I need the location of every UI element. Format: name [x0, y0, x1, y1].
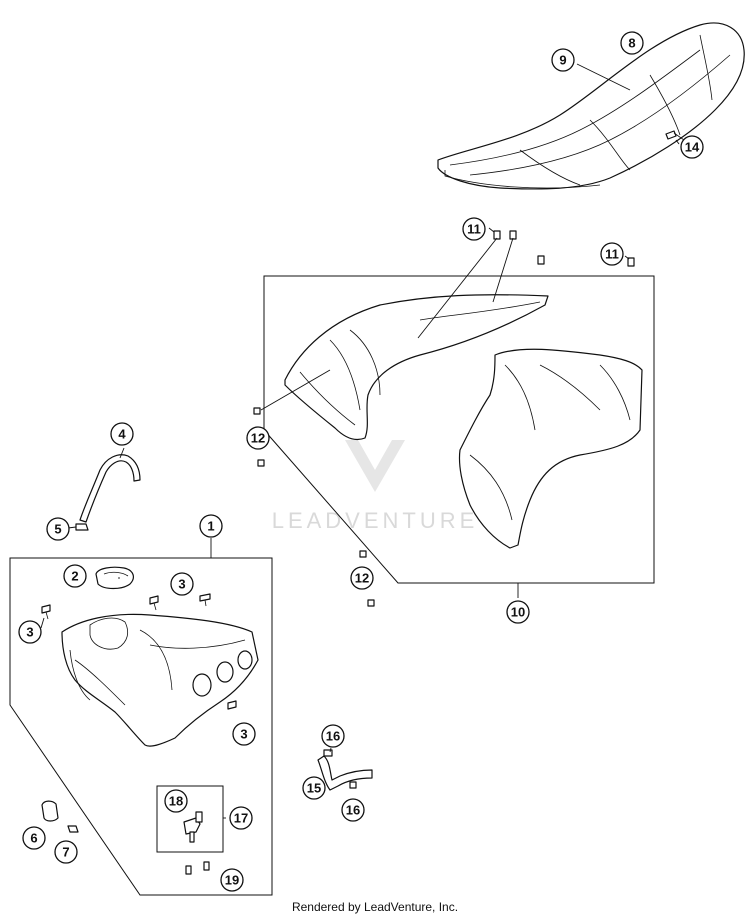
callout-3: 3 [232, 722, 256, 746]
seat [437, 22, 745, 190]
svg-text:14: 14 [685, 140, 700, 155]
fuel-cap [95, 566, 134, 590]
callout-16: 16 [321, 724, 345, 748]
side-cover-kit-frame [263, 275, 655, 584]
callout-17: 17 [229, 806, 253, 830]
callout-3: 3 [170, 572, 194, 596]
seat-bolt [665, 130, 685, 141]
callout-14: 14 [680, 135, 704, 159]
callout-3: 3 [18, 620, 42, 644]
svg-text:3: 3 [178, 577, 185, 592]
callout-15: 15 [302, 776, 326, 800]
svg-text:4: 4 [118, 427, 126, 442]
svg-text:5: 5 [54, 522, 61, 537]
svg-text:7: 7 [62, 845, 69, 860]
callout-11: 11 [600, 242, 624, 266]
callout-8: 8 [620, 31, 644, 55]
callout-10: 10 [506, 600, 530, 624]
callout-16: 16 [341, 798, 365, 822]
svg-text:10: 10 [511, 605, 525, 620]
svg-text:12: 12 [251, 431, 265, 446]
svg-text:15: 15 [307, 781, 321, 796]
svg-text:3: 3 [26, 625, 33, 640]
svg-text:6: 6 [30, 831, 37, 846]
callout-18: 18 [164, 789, 188, 813]
watermark-logo [345, 440, 405, 492]
svg-text:16: 16 [346, 803, 360, 818]
fuel-tank-kit-frame [9, 557, 273, 896]
svg-text:2: 2 [71, 569, 78, 584]
svg-text:12: 12 [355, 571, 369, 586]
svg-text:16: 16 [326, 729, 340, 744]
fuel-line [317, 749, 373, 791]
fuel-tap [183, 811, 203, 843]
side-cover-left [284, 294, 549, 441]
rubber-spacer [41, 800, 59, 822]
tank-screws [41, 593, 237, 710]
side-cover-right [458, 348, 643, 549]
svg-text:1: 1 [207, 519, 214, 534]
watermark-text: LEADVENTURE [272, 508, 479, 533]
svg-text:3: 3 [240, 727, 247, 742]
callout-5: 5 [46, 517, 70, 541]
watermark: LEADVENTURE [272, 440, 479, 533]
callout-12: 12 [246, 426, 270, 450]
tap-screws [185, 861, 210, 875]
footer-credit: Rendered by LeadVenture, Inc. [291, 900, 459, 914]
callout-6: 6 [22, 826, 46, 850]
svg-text:17: 17 [234, 811, 248, 826]
side-cover-screws [253, 230, 635, 607]
fuel-tank [61, 613, 259, 747]
svg-text:11: 11 [467, 222, 481, 237]
callout-11: 11 [462, 217, 486, 241]
callout-7: 7 [54, 840, 78, 864]
callout-12: 12 [350, 566, 374, 590]
callout-9: 9 [551, 48, 575, 72]
hose-clamp [75, 523, 89, 531]
svg-text:9: 9 [559, 53, 566, 68]
callout-2: 2 [63, 564, 87, 588]
vent-hose [79, 454, 141, 523]
fuel-tap-kit-frame [156, 785, 224, 853]
svg-text:11: 11 [605, 247, 619, 262]
svg-text:8: 8 [628, 36, 635, 51]
callout-19: 19 [220, 868, 244, 892]
svg-text:19: 19 [225, 873, 239, 888]
tank-nut [67, 825, 79, 833]
callout-4: 4 [110, 422, 134, 446]
svg-text:18: 18 [169, 794, 183, 809]
callout-1: 1 [199, 514, 223, 538]
